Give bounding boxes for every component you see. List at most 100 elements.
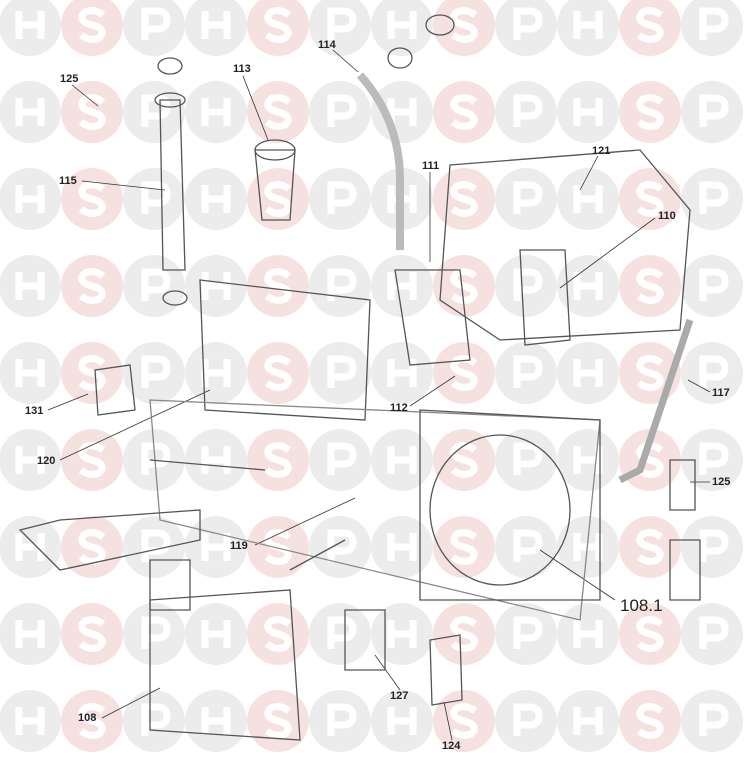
watermark-letter-s (264, 355, 292, 391)
watermark-badge (185, 603, 247, 665)
watermark-letter-h (15, 185, 45, 213)
watermark-badge (247, 81, 309, 143)
watermark-badge (495, 81, 557, 143)
watermark-badge (185, 168, 247, 230)
watermark-letter-s (78, 94, 106, 130)
watermark-badge (557, 516, 619, 578)
watermark-letter-h (387, 533, 417, 561)
watermark-letter-s (264, 616, 292, 652)
watermark-badge (0, 168, 61, 230)
watermark-badge (433, 429, 495, 491)
watermark-letter-h (15, 272, 45, 300)
callout-125-lower: 125 (712, 476, 731, 488)
watermark-letter-p (513, 94, 543, 127)
callout-112: 112 (390, 402, 408, 414)
leader-lines (47, 49, 711, 741)
watermark-badge (557, 342, 619, 404)
watermark-badge (681, 690, 743, 752)
watermark-badge (433, 603, 495, 665)
watermark-badge (557, 168, 619, 230)
watermark-letter-s (636, 268, 664, 304)
watermark-letter-s (450, 94, 478, 130)
watermark-letter-h (573, 185, 603, 213)
watermark-badge (123, 168, 185, 230)
watermark-letter-p (141, 616, 171, 649)
watermark-badge (185, 0, 247, 56)
watermark-letter-s (636, 616, 664, 652)
watermark-letter-p (513, 268, 543, 301)
callout-131: 131 (25, 405, 44, 417)
watermark-letter-h (15, 359, 45, 387)
watermark-letter-p (699, 7, 729, 40)
watermark-letter-p (327, 442, 357, 475)
watermark-badge (61, 516, 123, 578)
watermark-badge (309, 168, 371, 230)
watermark-letter-h (15, 446, 45, 474)
watermark-badge (495, 168, 557, 230)
watermark-letter-h (15, 11, 45, 39)
watermark-letter-s (636, 94, 664, 130)
watermark-badge (247, 342, 309, 404)
watermark-badge (681, 342, 743, 404)
watermark-letter-h (573, 620, 603, 648)
callout-113: 113 (233, 63, 251, 75)
watermark-badge (0, 81, 61, 143)
watermark-badge (123, 690, 185, 752)
watermark-badge (557, 255, 619, 317)
watermark-badge (495, 0, 557, 56)
watermark-badge (371, 516, 433, 578)
callout-108: 108 (78, 712, 97, 724)
watermark-letter-h (201, 185, 231, 213)
watermark-letter-p (699, 94, 729, 127)
watermark-letter-h (201, 620, 231, 648)
callout-114: 114 (318, 39, 336, 51)
watermark-badge (557, 690, 619, 752)
watermark-badge (61, 0, 123, 56)
watermark-badge (0, 255, 61, 317)
watermark-letter-p (327, 268, 357, 301)
callout-117: 117 (712, 387, 730, 399)
watermark-letter-s (264, 703, 292, 739)
watermark-letter-p (699, 529, 729, 562)
callout-121: 121 (592, 145, 611, 157)
watermark-letter-p (141, 529, 171, 562)
watermark-badge (123, 516, 185, 578)
watermark-letter-p (699, 442, 729, 475)
watermark-letter-h (201, 11, 231, 39)
watermark-badge (309, 0, 371, 56)
watermark-badge (495, 255, 557, 317)
callout-124: 124 (442, 740, 461, 752)
callout-115: 115 (59, 175, 77, 187)
watermark-letter-s (264, 181, 292, 217)
watermark-badge (247, 516, 309, 578)
watermark-letter-p (699, 181, 729, 214)
callout-111: 111 (422, 160, 440, 172)
watermark-letter-s (450, 181, 478, 217)
watermark-badge (247, 0, 309, 56)
watermark-badge (309, 255, 371, 317)
watermark-letter-p (513, 529, 543, 562)
watermark-badge (619, 690, 681, 752)
watermark-badge (0, 690, 61, 752)
watermark-badge (185, 342, 247, 404)
watermark-letter-h (201, 707, 231, 735)
watermark-letter-p (699, 616, 729, 649)
watermark-letter-s (636, 703, 664, 739)
watermark-letter-s (78, 616, 106, 652)
watermark-letter-h (387, 272, 417, 300)
watermark-letter-s (264, 268, 292, 304)
watermark-letter-h (387, 707, 417, 735)
watermark-letter-p (327, 181, 357, 214)
watermark-badge (123, 0, 185, 56)
watermark-badge (619, 81, 681, 143)
watermark-badge (681, 429, 743, 491)
watermark-badge (557, 429, 619, 491)
watermark-badge (495, 603, 557, 665)
watermark-letter-s (636, 529, 664, 565)
watermark-badge (371, 81, 433, 143)
watermark-badge (619, 516, 681, 578)
watermark-badge (61, 603, 123, 665)
watermark-badge (61, 81, 123, 143)
watermark-badge (681, 81, 743, 143)
watermark-badge (309, 690, 371, 752)
